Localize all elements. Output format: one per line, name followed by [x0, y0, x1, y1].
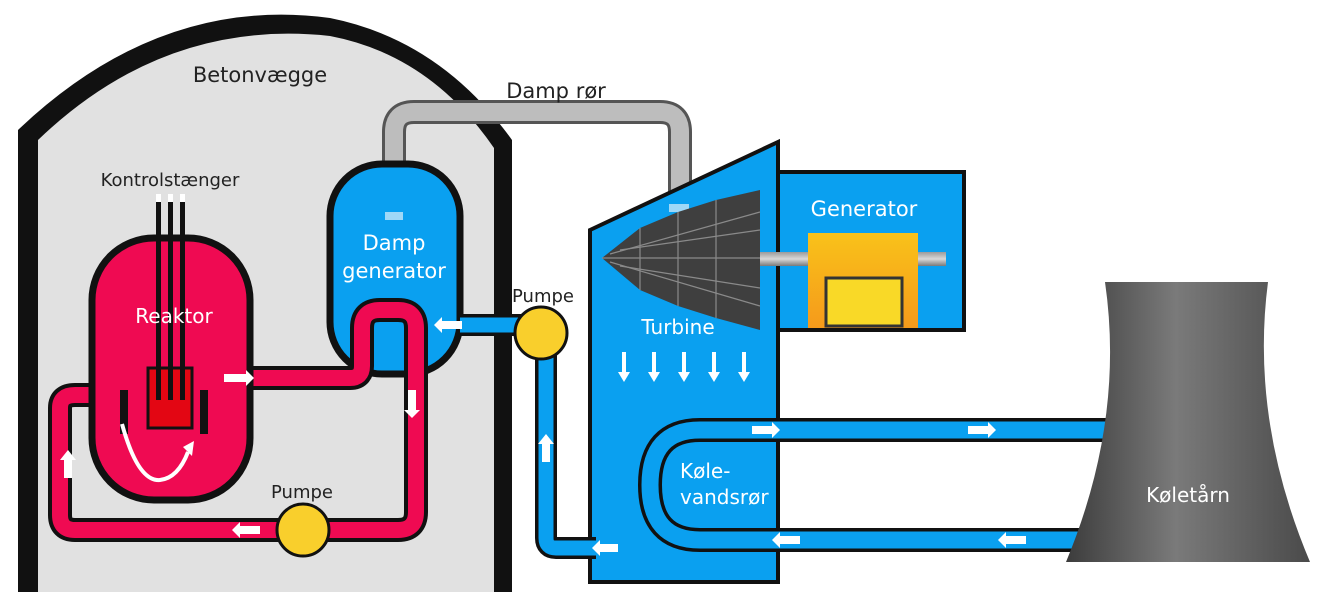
cooling-tower: [1066, 282, 1310, 562]
label-turbine: Turbine: [640, 315, 714, 339]
label-concrete-walls: Betonvægge: [193, 63, 327, 87]
secondary-pump: [513, 305, 569, 361]
control-rods: [156, 194, 185, 400]
label-reactor: Reaktor: [135, 304, 213, 328]
label-secondary-pump: Pumpe: [512, 286, 574, 307]
label-cooling-pipe-line2: vandsrør: [680, 485, 769, 509]
primary-pump: [275, 502, 331, 558]
label-control-rods: Kontrolstænger: [101, 170, 240, 191]
turbine-blades: [602, 190, 760, 330]
label-steam-pipe: Damp rør: [506, 79, 606, 103]
label-cooling-tower: Køletårn: [1146, 483, 1230, 507]
label-primary-pump: Pumpe: [271, 482, 333, 503]
label-steam-generator-line2: generator: [342, 259, 446, 283]
label-generator: Generator: [811, 197, 918, 221]
circulation-arrow: [120, 423, 190, 482]
flow-arrows: [60, 317, 1026, 556]
label-cooling-pipe-line1: Køle-: [680, 459, 730, 483]
label-steam-generator-line1: Damp: [363, 231, 426, 255]
